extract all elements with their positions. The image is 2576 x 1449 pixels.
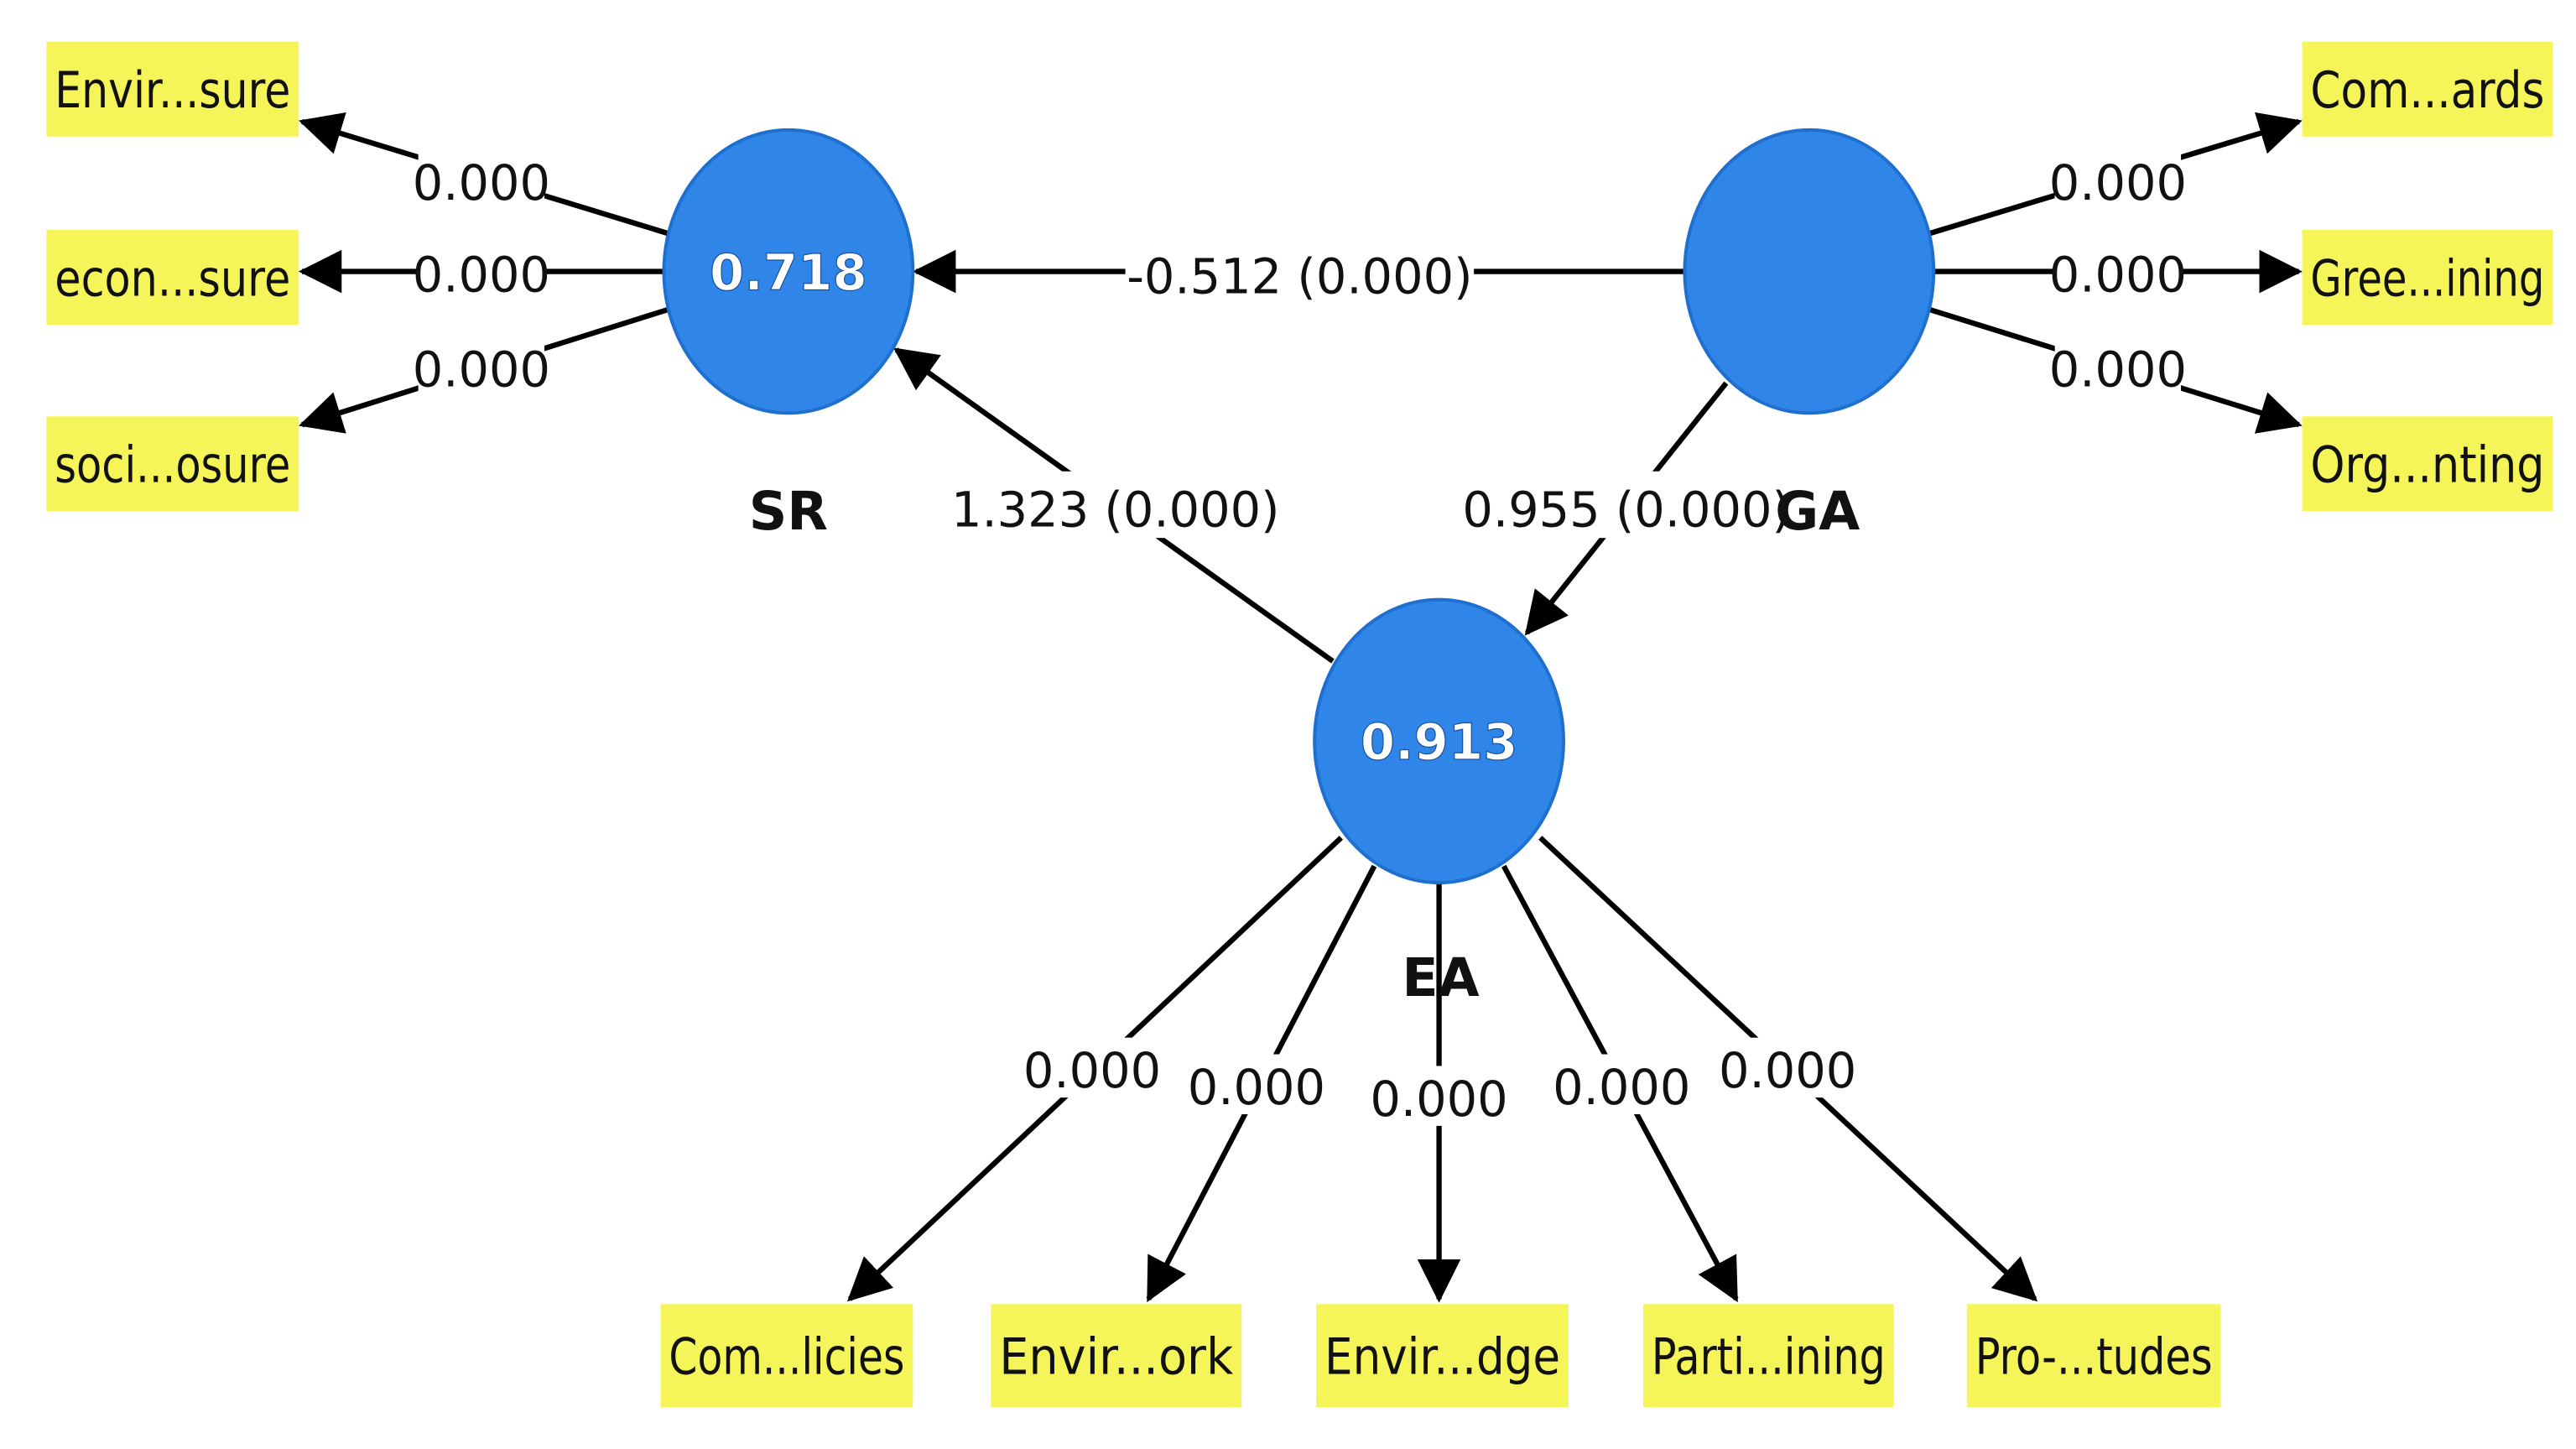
loading-label-bg [2054,336,2182,397]
coefficient-labels: 0.000 0.000 0.000 0.000 0.000 0.000 0.000 0.000… [413,149,2187,1128]
loading-value-ga-1: 0.000 [2049,155,2187,211]
loading-value-ga-2: 0.000 [2049,247,2187,303]
path-coefficient-ea-to-sr: 1.323 (0.000) [951,482,1280,538]
indicator-box-ga-3[interactable] [2302,416,2553,512]
loading-value-ea-4: 0.000 [1553,1060,1690,1116]
loading-value-sr-2: 0.000 [413,247,550,303]
loading-value-sr-3: 0.000 [413,341,550,398]
construct-node-sr[interactable] [662,128,915,415]
loading-label-bg [1193,1054,1320,1115]
indicator-box-ea-1[interactable] [660,1304,913,1408]
path-label-bg [961,471,1269,539]
loading-value-ea-2: 0.000 [1188,1060,1325,1116]
indicator-box-ea-2[interactable] [991,1304,1242,1408]
indicator-label-ea-3: Envir...dge [1324,1329,1560,1387]
indicator-label-ea-1: Com...licies [669,1329,904,1387]
indicator-label-ga-2: Gree...ining [2310,250,2544,308]
loading-label-bg [1028,1037,1156,1098]
indicator-label-ga-3: Org...nting [2310,437,2544,495]
loading-label-bg [1559,1054,1685,1115]
loading-label-bg [1376,1066,1502,1126]
path-coefficient-ga-to-ea: 0.955 (0.000) [1462,482,1791,538]
loading-value-sr-1: 0.000 [413,155,550,211]
indicator-box-sr-3[interactable] [46,416,299,512]
loading-value-ea-5: 0.000 [1719,1043,1856,1099]
path-label-bg [1473,471,1781,539]
r-squared-sr: 0.718 [710,244,867,302]
indicator-label-ea-4: Parti...ining [1652,1329,1886,1387]
indicator-box-ea-3[interactable] [1316,1304,1569,1408]
construct-name-ea: EA [1402,946,1479,1009]
loading-label-bg [418,241,545,302]
indicator-boxes: Envir...sureecon...suresoci...osureCom..… [46,41,2553,1408]
path-coefficient-ga-to-sr: -0.512 (0.000) [1127,248,1472,305]
loading-label-bg [418,336,545,397]
construct-node-ea[interactable] [1313,597,1565,885]
construct-name-ga: GA [1775,480,1860,542]
path-label-bg [1125,237,1475,305]
indicator-label-sr-2: econ...sure [55,250,290,308]
indicator-box-ga-2[interactable] [2302,229,2553,326]
loading-value-ea-1: 0.000 [1023,1043,1161,1099]
loading-label-bg [1724,1037,1851,1098]
indicator-label-sr-3: soci...osure [55,437,290,495]
loading-label-bg [418,149,545,211]
indicator-label-ga-1: Com...ards [2310,62,2544,120]
indicator-box-ea-5[interactable] [1966,1304,2221,1408]
construct-name-sr: SR [749,480,828,542]
loading-value-ga-3: 0.000 [2049,341,2187,398]
indicator-box-sr-2[interactable] [46,229,299,326]
loading-value-ea-3: 0.000 [1370,1071,1507,1128]
loading-label-bg [2054,241,2182,302]
construct-node-ga[interactable] [1683,128,1936,415]
indicator-label-sr-1: Envir...sure [55,62,290,120]
indicator-label-ea-2: Envir...ork [999,1329,1234,1387]
indicator-box-ga-1[interactable] [2302,41,2553,137]
indicator-label-ea-5: Pro-...tudes [1975,1329,2213,1387]
loading-label-bg [2054,149,2182,211]
r-squared-ea: 0.913 [1361,714,1518,772]
indicator-box-ea-4[interactable] [1642,1304,1894,1408]
indicator-box-sr-1[interactable] [46,41,299,137]
